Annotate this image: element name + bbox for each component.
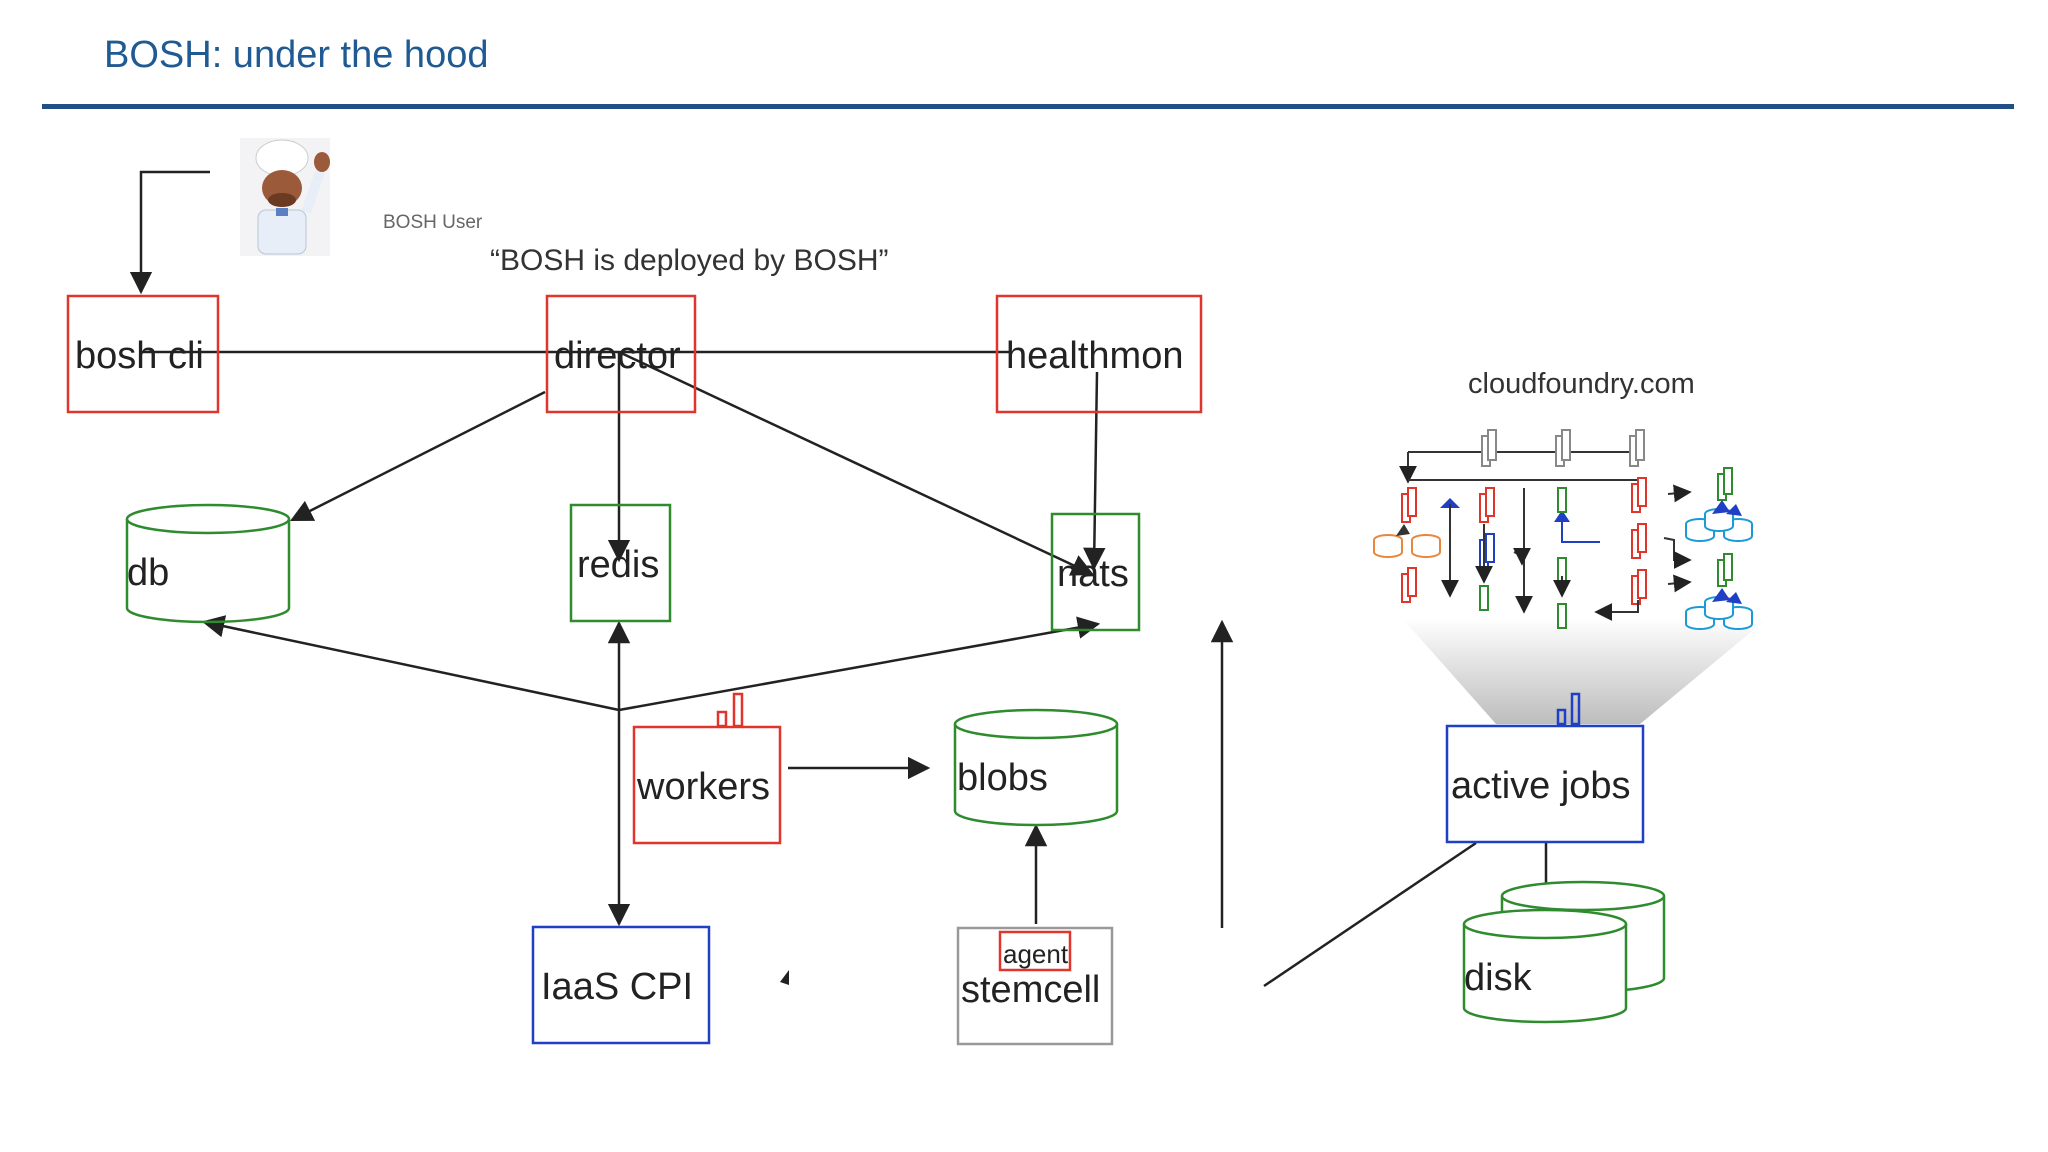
db-label: db (127, 552, 169, 594)
nats-label: nats (1057, 553, 1129, 595)
bosh-cli-label: bosh cli (75, 335, 204, 377)
cluster-fan (1402, 618, 1768, 724)
blobs-cylinder[interactable]: blobs (953, 708, 1119, 827)
healthmon-box[interactable]: healthmon (995, 294, 1203, 414)
nats-box[interactable]: nats (1050, 512, 1141, 632)
title-divider (42, 104, 2014, 109)
bosh-cli-box[interactable]: bosh cli (66, 294, 220, 414)
chef-avatar-icon (240, 138, 330, 256)
director-label: director (554, 335, 681, 377)
vm-cluster-icon (1373, 429, 1753, 630)
iaas-cpi-box[interactable]: IaaS CPI (531, 925, 711, 1045)
bar-chart-icon (716, 692, 744, 728)
db-cylinder[interactable]: db (125, 503, 291, 624)
stemcell-label: stemcell (961, 969, 1100, 1011)
workers-box[interactable]: workers (632, 725, 782, 845)
active-jobs-label: active jobs (1451, 765, 1631, 807)
bosh-quote: “BOSH is deployed by BOSH” (490, 244, 889, 277)
workers-label: workers (636, 766, 770, 808)
disk-label: disk (1464, 957, 1533, 999)
connectors (141, 350, 1548, 988)
redis-label: redis (577, 544, 659, 586)
stemcell-box[interactable]: agent stemcell (956, 926, 1114, 1046)
disk-cylinder[interactable]: disk (1462, 908, 1628, 1024)
iaas-cpi-label: IaaS CPI (541, 966, 693, 1008)
blobs-label: blobs (957, 757, 1048, 799)
agent-box (998, 930, 1072, 972)
user-to-cli-arrow (129, 170, 210, 295)
bosh-user-label: BOSH User (383, 212, 483, 233)
active-jobs-box[interactable]: active jobs (1445, 724, 1645, 844)
redis-box[interactable]: redis (569, 503, 672, 623)
small-arrowhead-icon (780, 970, 789, 985)
bar-chart-icon (1556, 692, 1581, 726)
cloudfoundry-label: cloudfoundry.com (1468, 368, 1695, 400)
director-box[interactable]: director (545, 294, 697, 414)
page-title: BOSH: under the hood (104, 34, 489, 76)
healthmon-label: healthmon (1006, 335, 1183, 377)
agent-label: agent (1003, 939, 1069, 969)
